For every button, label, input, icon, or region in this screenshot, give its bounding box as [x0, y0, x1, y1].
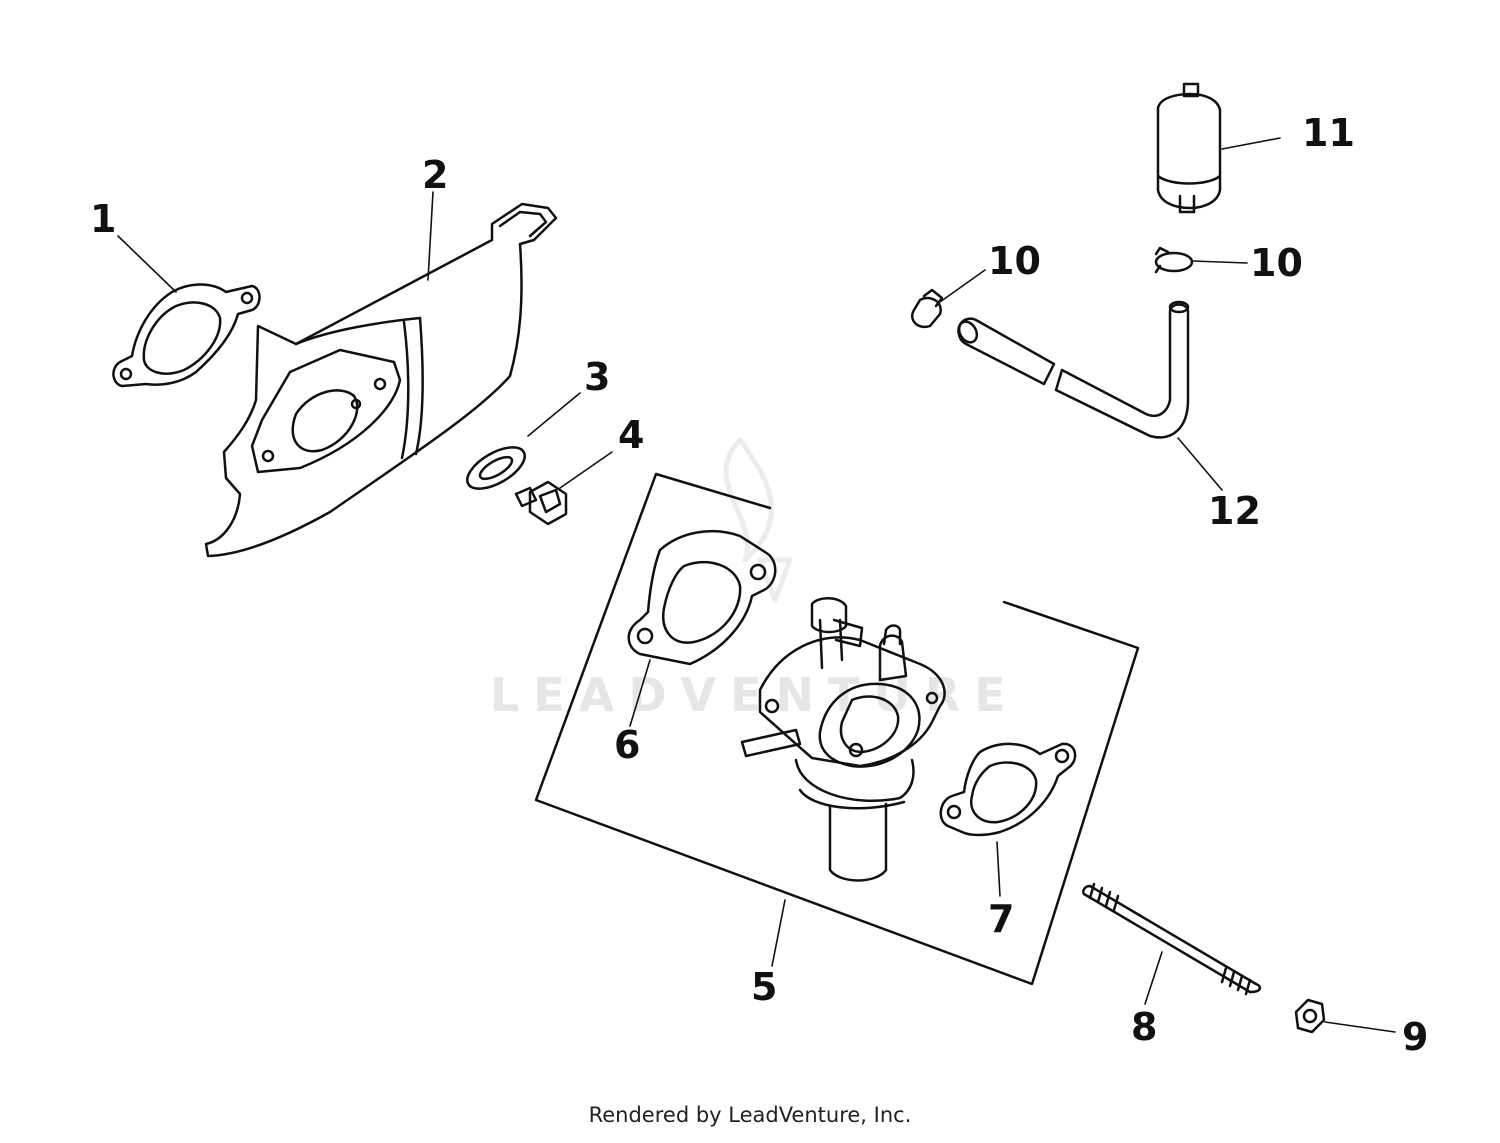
callout-10-left: 10	[988, 239, 1041, 283]
callout-3: 3	[584, 355, 611, 399]
callout-4: 4	[618, 413, 645, 457]
footer-credit: Rendered by LeadVenture, Inc.	[588, 1103, 912, 1127]
part-1-gasket	[112, 283, 261, 388]
callout-2: 2	[422, 153, 449, 197]
part-6-gasket	[627, 529, 777, 666]
callout-1: 1	[90, 197, 117, 241]
part-7-gasket	[939, 742, 1077, 837]
watermark-flame-icon	[723, 437, 793, 603]
callout-7: 7	[988, 897, 1015, 941]
callout-9: 9	[1402, 1015, 1429, 1059]
callout-12: 12	[1208, 489, 1261, 533]
part-8-stud	[1082, 882, 1262, 996]
part-2-heat-shield	[204, 202, 558, 558]
callout-11: 11	[1302, 111, 1355, 155]
callout-6: 6	[614, 723, 641, 767]
part-10-clamp-right	[1154, 246, 1194, 274]
part-9-nut	[1294, 998, 1326, 1034]
callout-5: 5	[751, 965, 778, 1009]
part-10-clamp-left	[911, 288, 944, 329]
part-3-washer	[466, 446, 526, 490]
part-5-kit-outline	[534, 472, 1140, 986]
leader-lines	[117, 137, 1396, 1033]
callout-10-right: 10	[1250, 241, 1303, 285]
part-11-fuel-filter	[1156, 82, 1222, 214]
callout-8: 8	[1131, 1005, 1158, 1049]
part-12-fuel-hose	[957, 300, 1190, 439]
part-4-bolt	[514, 480, 568, 526]
part-5-carburetor	[740, 597, 946, 882]
